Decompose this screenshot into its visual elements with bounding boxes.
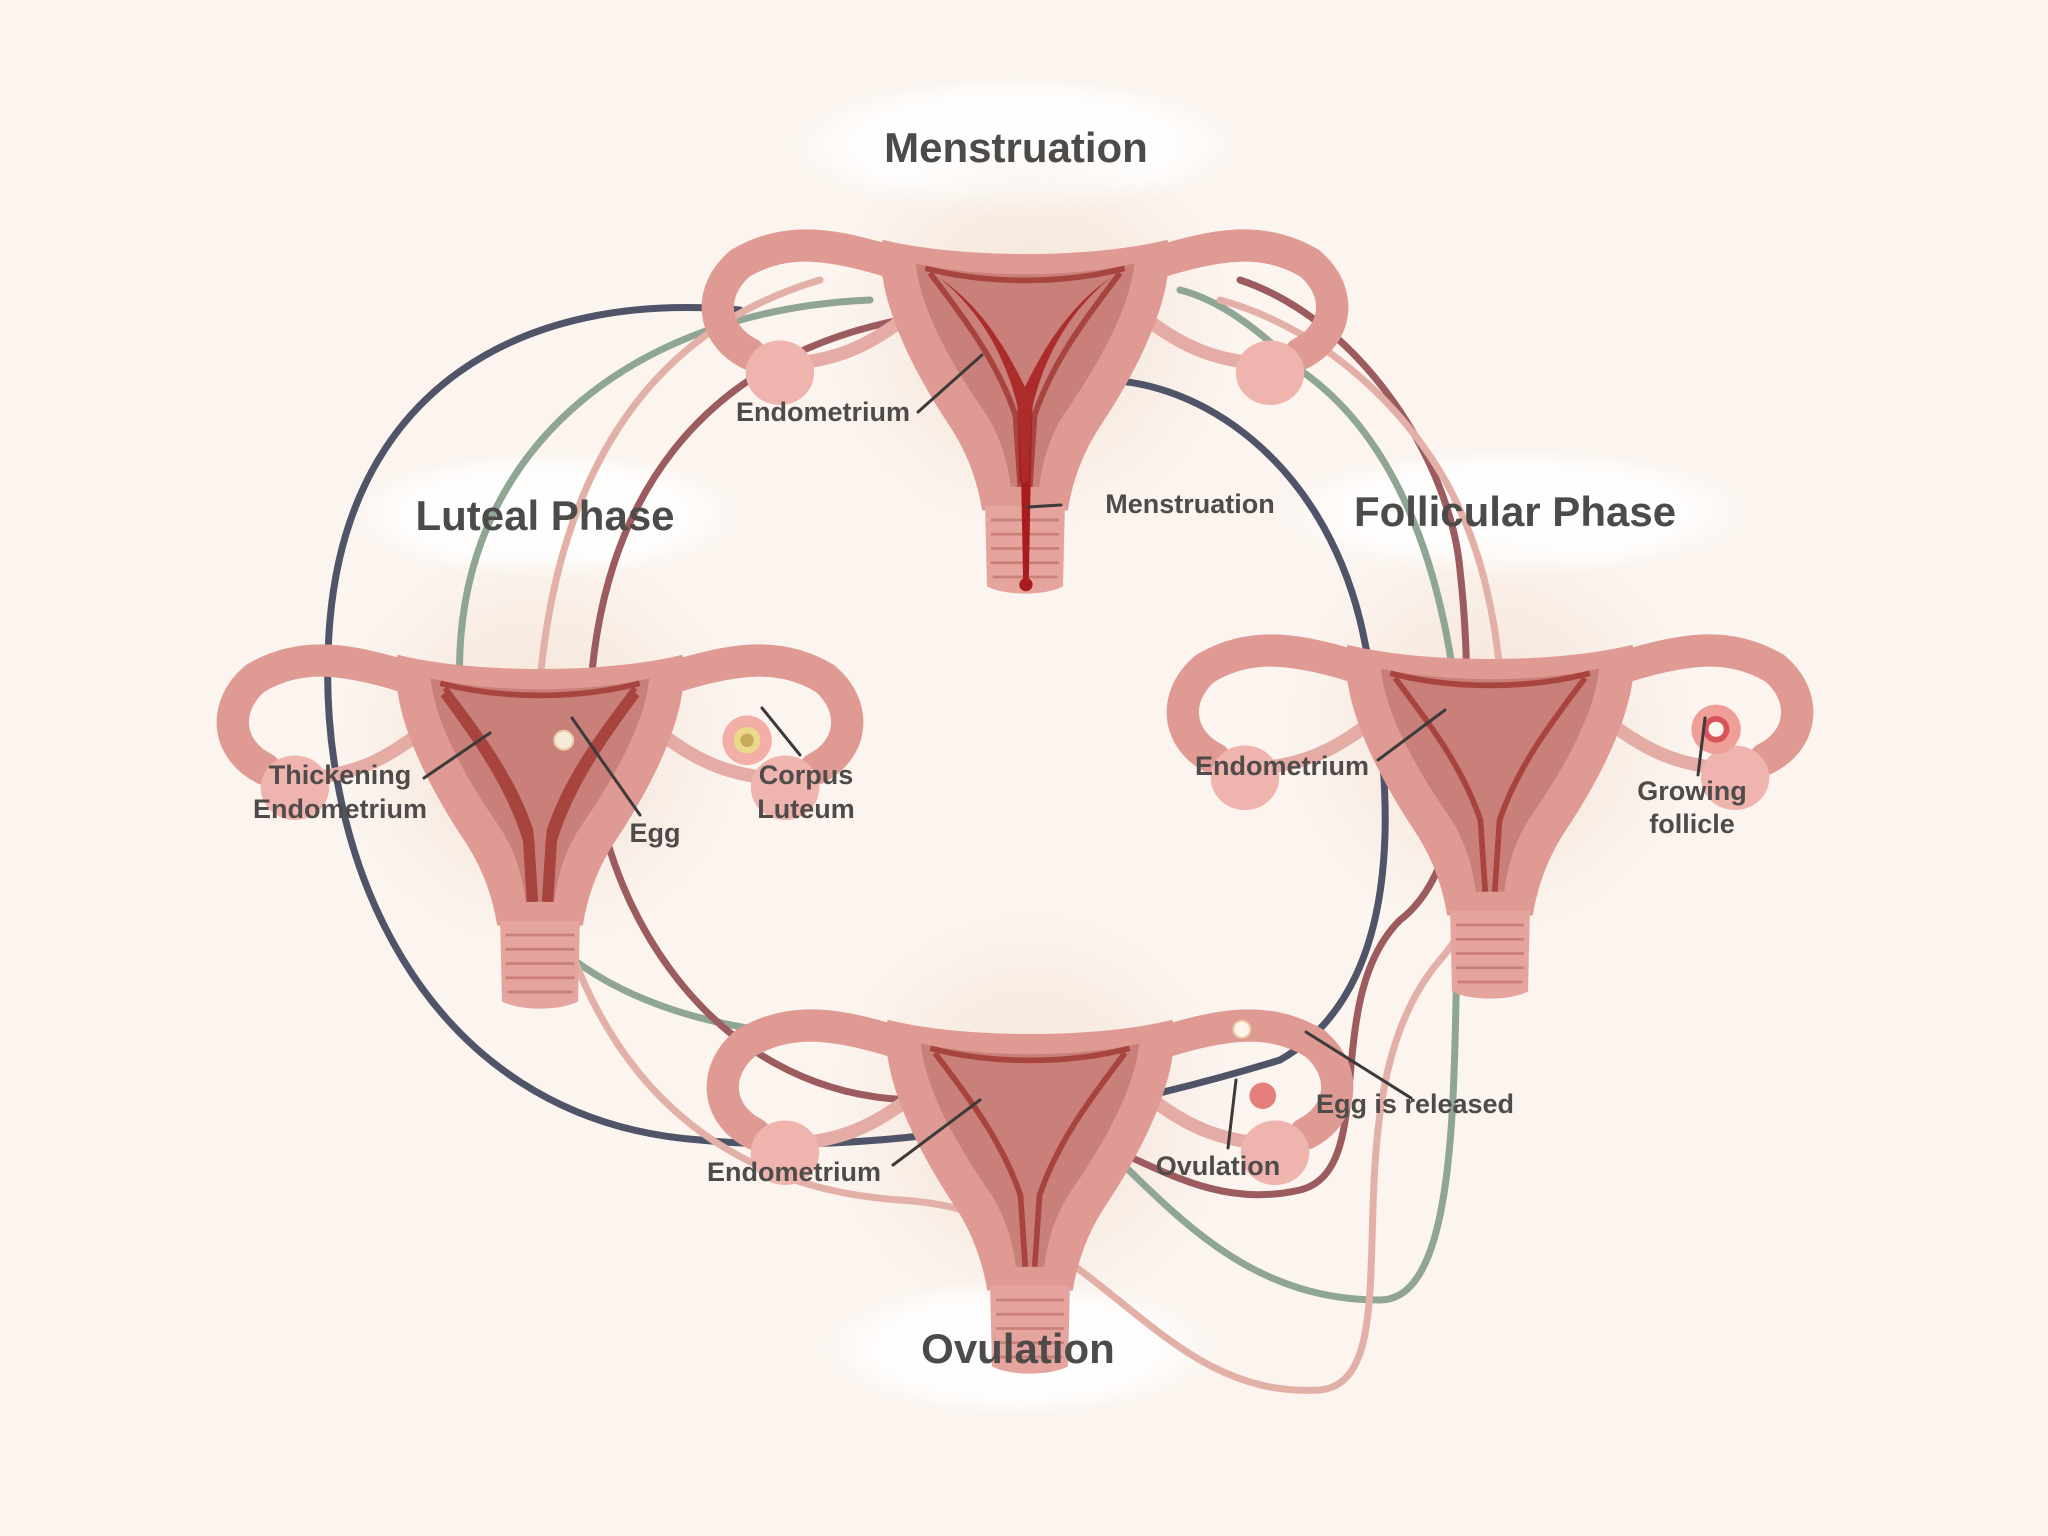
label-thickening-2: Endometrium xyxy=(253,794,427,824)
label-follicular-endometrium: Endometrium xyxy=(1195,751,1369,781)
label-corpus-1: Corpus xyxy=(759,760,854,790)
uterus-luteal xyxy=(233,655,847,1009)
green-loop xyxy=(455,286,1467,1304)
menstrual-blood-icon xyxy=(939,277,1111,482)
label-thickening-1: Thickening xyxy=(269,760,412,790)
ovulation-follicle-icon xyxy=(1249,1082,1277,1110)
label-ovulation-endometrium: Endometrium xyxy=(707,1157,881,1187)
released-egg-icon xyxy=(1232,1019,1252,1039)
label-growing-follicle-1: Growing xyxy=(1637,776,1747,806)
label-egg: Egg xyxy=(630,818,681,848)
uterus-follicular xyxy=(1183,645,1797,999)
egg-icon xyxy=(553,729,575,751)
label-ovulation: Ovulation xyxy=(1156,1151,1281,1181)
maroon-loop xyxy=(585,276,1471,1199)
label-menstruation-flow: Menstruation xyxy=(1105,489,1275,519)
leader-lines xyxy=(422,353,1707,1167)
uterus-ovulation xyxy=(723,1020,1337,1374)
label-corpus-2: Luteum xyxy=(757,794,855,824)
phase-title-ovulation: Ovulation xyxy=(921,1325,1115,1372)
navy-loop xyxy=(324,304,1389,1148)
label-growing-follicle-2: follicle xyxy=(1649,809,1735,839)
label-egg-released: Egg is released xyxy=(1316,1089,1514,1119)
phase-title-luteal: Luteal Phase xyxy=(415,492,674,539)
label-menstruation-endometrium: Endometrium xyxy=(736,397,910,427)
phase-title-follicular: Follicular Phase xyxy=(1354,488,1676,535)
phase-title-menstruation: Menstruation xyxy=(884,124,1148,171)
